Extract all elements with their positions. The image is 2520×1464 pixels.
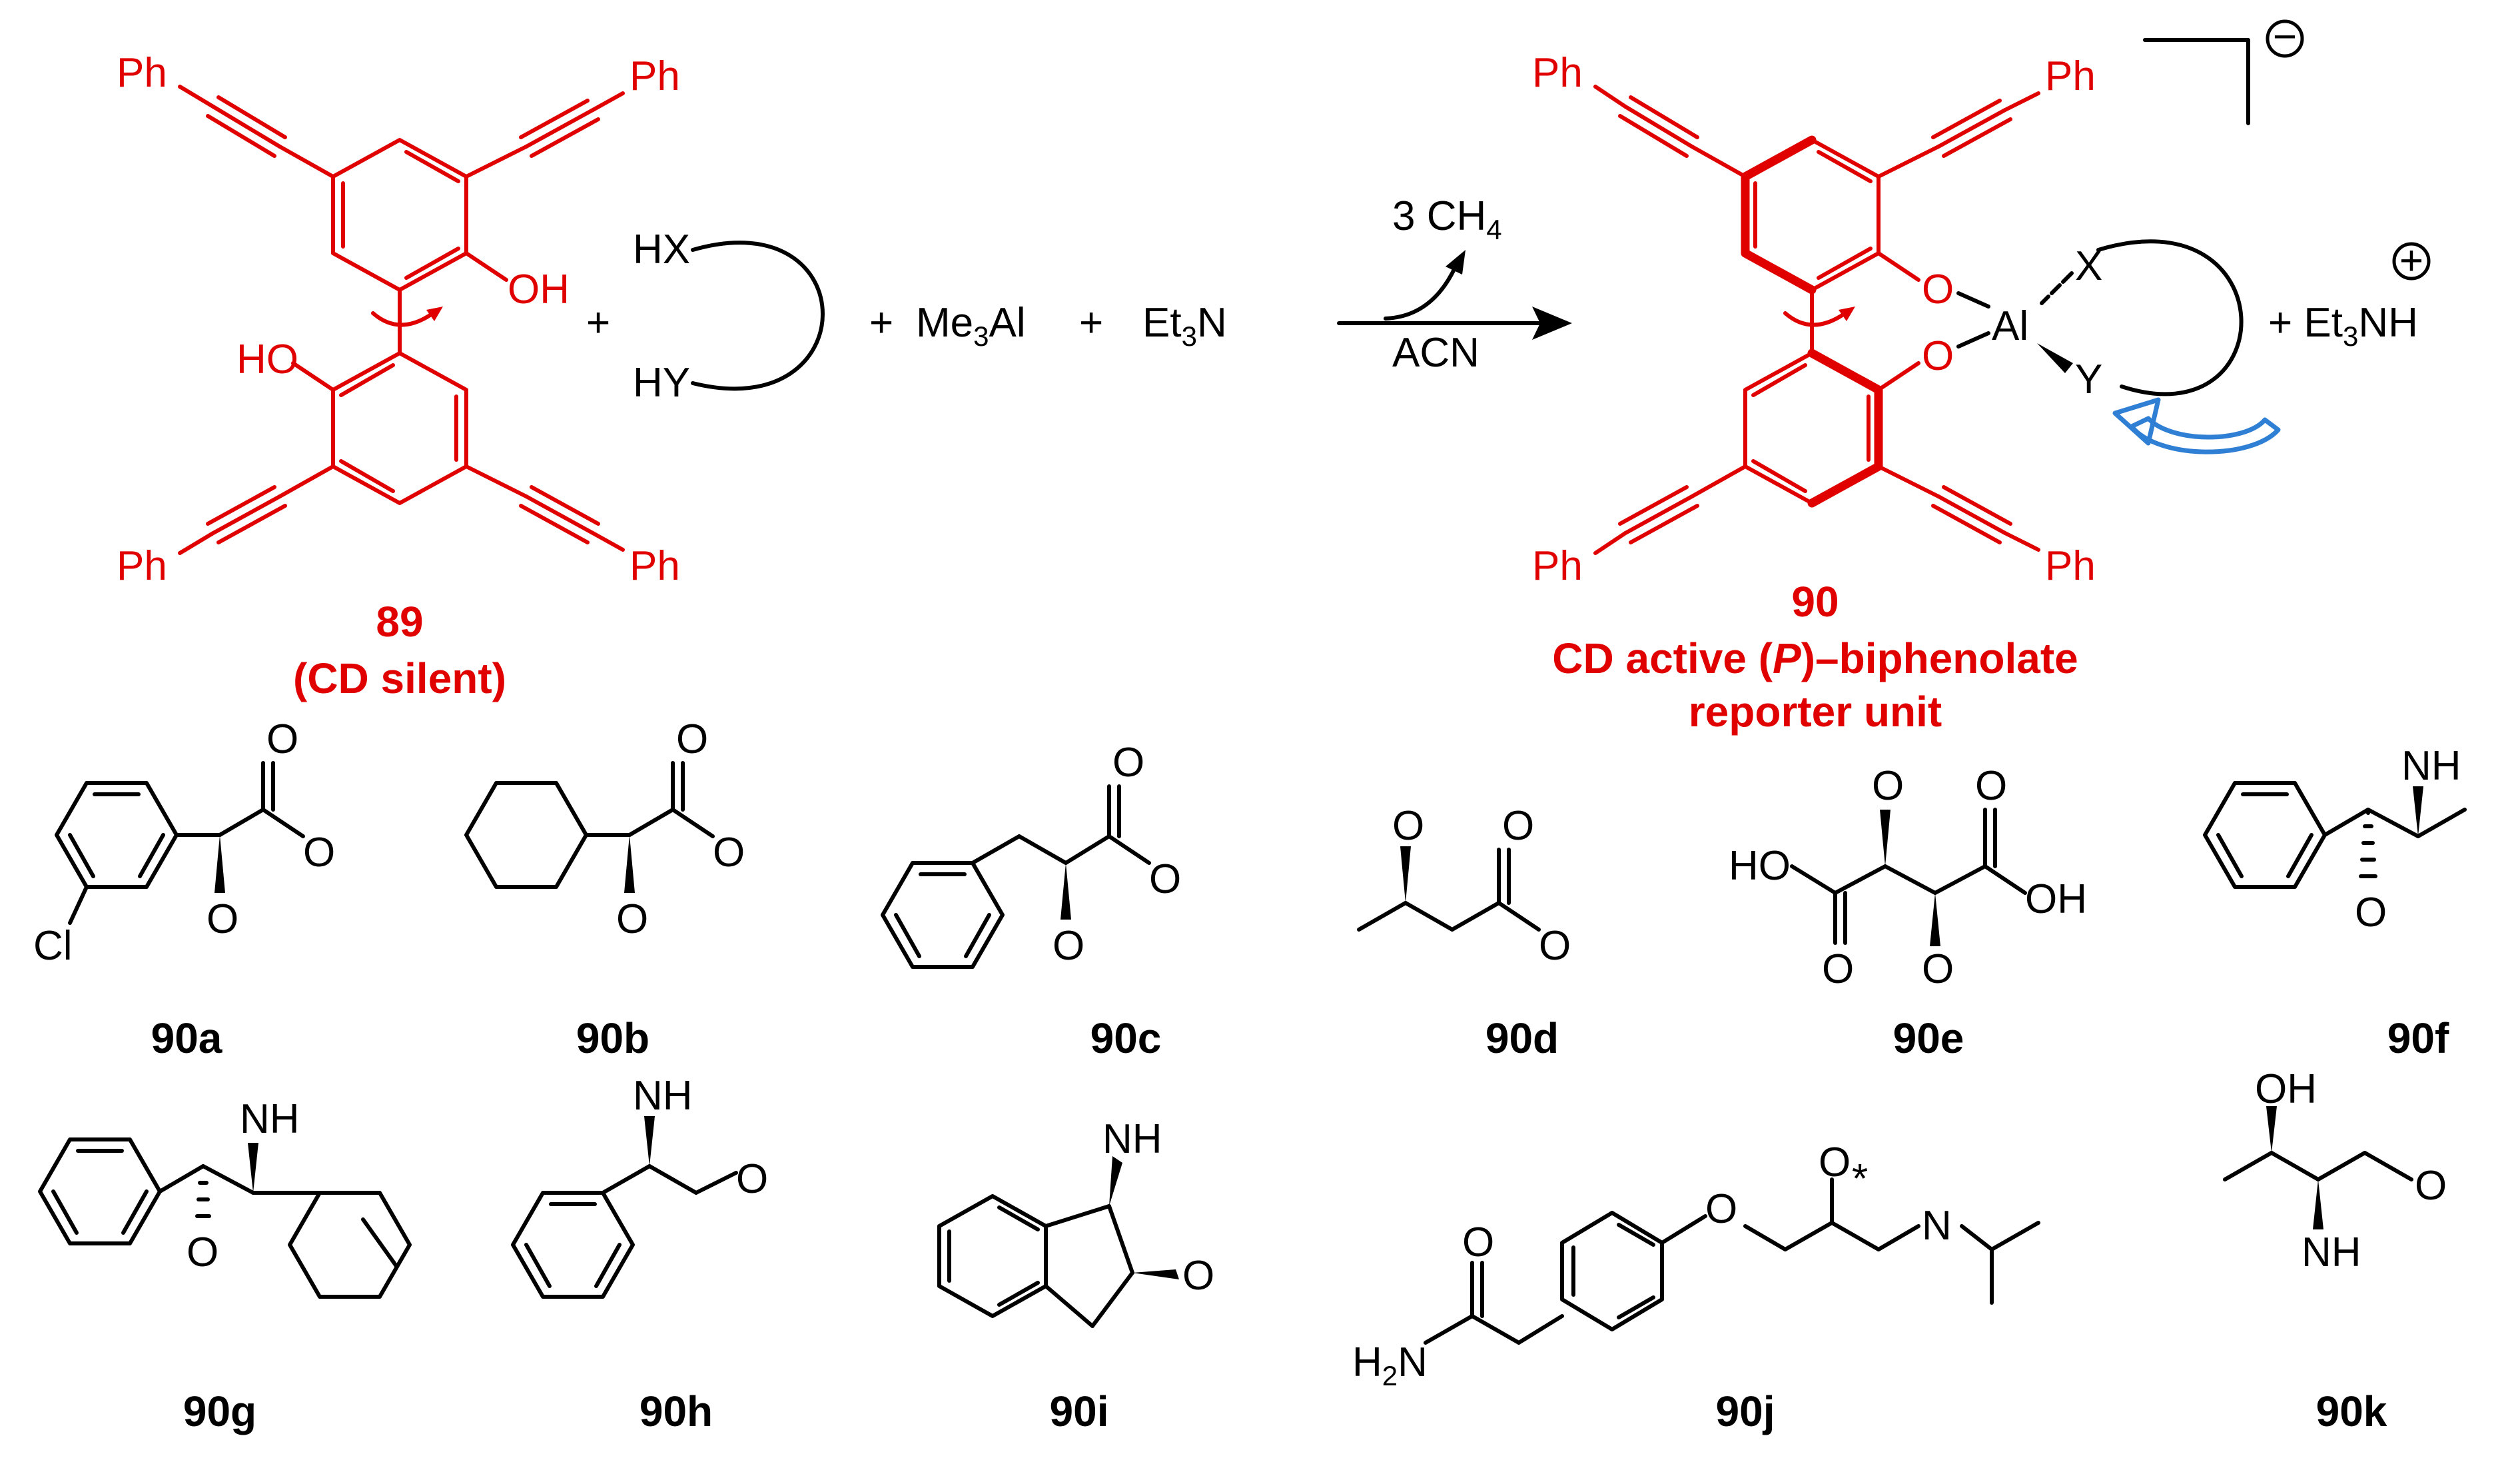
s90k-nh: NH [2302, 1229, 2361, 1275]
substrate-90d-structure [1357, 846, 1541, 932]
substrate-90j-structure [1424, 1177, 2040, 1345]
c89-number: 89 [376, 598, 423, 646]
s90a-cl: Cl [33, 923, 73, 969]
complex-charge-circle [2266, 19, 2304, 58]
s90e-o-alkoxide-bottom: O [1922, 946, 1954, 992]
c90-ph-bottom-left: Ph [1532, 543, 1583, 589]
s90e-o-alkoxide-top: O [1872, 763, 1904, 809]
compound-90-structure [1593, 38, 2281, 555]
solvent-acn: ACN [1392, 330, 1479, 376]
s90e-ho: HO [1729, 843, 1791, 889]
c90-ph-top-left: Ph [1532, 50, 1583, 96]
label-90a: 90a [151, 1014, 222, 1062]
label-90c: 90c [1090, 1014, 1162, 1062]
substrate-90i-structure [937, 1156, 1179, 1328]
counterion-charge: + [2399, 238, 2423, 284]
s90b-o-alkoxide: O [616, 896, 648, 942]
counterion-charge-circle [2392, 242, 2431, 281]
s90j-o-alkoxide: O [1819, 1139, 1851, 1185]
c89-ph-top-right: Ph [630, 53, 680, 99]
c90-o-lower: O [1922, 333, 1954, 379]
reagent-et3n: Et3N [1142, 300, 1227, 352]
s90c-o-carboxylate: O [1149, 856, 1181, 902]
label-90b: 90b [576, 1014, 649, 1062]
s90j-o-carbonyl: O [1462, 1219, 1494, 1265]
substrate-90a-structure [55, 761, 305, 925]
substrate-90b-structure [464, 761, 715, 893]
label-90k: 90k [2316, 1387, 2387, 1435]
s90e-o-carbonyl-right: O [1975, 763, 2007, 809]
reaction-arrow [1337, 250, 1572, 340]
s90a-o-alkoxide: O [207, 896, 238, 942]
s90f-nh: NH [2401, 743, 2461, 789]
c90-al: Al [1992, 303, 2028, 349]
s90h-o: O [736, 1156, 768, 1202]
s90d-o-carboxylate: O [1539, 923, 1571, 969]
c90-y: Y [2075, 357, 2102, 402]
c90-ph-bottom-right: Ph [2045, 543, 2096, 589]
label-90e: 90e [1893, 1014, 1964, 1062]
s90b-o-carboxylate: O [713, 830, 745, 876]
s90j-n: N [1922, 1203, 1952, 1249]
s90a-o-carbonyl: O [266, 716, 298, 762]
s90e-oh: OH [2025, 876, 2087, 922]
s90k-oh: OH [2255, 1066, 2317, 1112]
substrate-90h-structure [511, 1116, 738, 1299]
s90b-o-carbonyl: O [676, 716, 708, 762]
s90a-o-carboxylate: O [303, 830, 335, 876]
c90-o-upper: O [1922, 267, 1954, 313]
plus-3: + [1079, 300, 1103, 346]
s90j-o-ether: O [1705, 1186, 1737, 1232]
counterion-et3nh: + Et3NH [2268, 300, 2418, 352]
c89-ho: HO [236, 337, 298, 382]
s90i-nh: NH [1102, 1116, 1162, 1162]
c90-description-line1: CD active (P)–biphenolate [1552, 634, 2078, 682]
reagent-hy: HY [633, 360, 690, 406]
c89-description: (CD silent) [293, 654, 506, 702]
s90d-o-alkoxide: O [1392, 803, 1424, 849]
label-90i: 90i [1050, 1387, 1109, 1435]
c90-number: 90 [1791, 578, 1839, 626]
plus-1: + [586, 300, 610, 346]
s90k-o: O [2415, 1163, 2447, 1209]
s90e-o-carbonyl-left: O [1822, 946, 1854, 992]
label-90h: 90h [639, 1387, 713, 1435]
s90g-nh: NH [240, 1096, 300, 1142]
c89-ph-bottom-left: Ph [117, 543, 167, 589]
label-90f: 90f [2387, 1014, 2449, 1062]
substrate-90e-structure [1790, 808, 2027, 946]
label-90j: 90j [1716, 1387, 1775, 1435]
complex-charge: − [2273, 14, 2297, 60]
compound-89-structure [178, 85, 625, 555]
substrate-90g-structure [38, 1137, 412, 1299]
s90d-o-carbonyl: O [1502, 803, 1534, 849]
s90g-o: O [187, 1229, 218, 1275]
s90c-o-alkoxide: O [1052, 923, 1084, 969]
s90h-nh: NH [633, 1073, 693, 1119]
label-90g: 90g [183, 1387, 256, 1435]
s90c-o-carbonyl: O [1112, 740, 1144, 786]
c90-x: X [2075, 243, 2102, 289]
s90i-o: O [1182, 1253, 1214, 1299]
byproduct-ch4: 3 CH4 [1392, 193, 1502, 245]
c89-ph-bottom-right: Ph [630, 543, 680, 589]
c89-ph-top-left: Ph [117, 50, 167, 96]
substrate-90k-structure [2223, 1106, 2413, 1229]
label-90d: 90d [1485, 1014, 1559, 1062]
reagent-hx: HX [633, 227, 690, 273]
substrate-90c-structure [881, 784, 1151, 969]
s90f-o: O [2355, 890, 2387, 936]
s90j-h2n: H2N [1352, 1339, 1428, 1391]
plus-2: + [869, 300, 893, 346]
c90-ph-top-right: Ph [2045, 53, 2096, 99]
c89-oh: OH [508, 267, 570, 313]
reagent-me3al: Me3Al [916, 300, 1026, 352]
s90j-stereo-star: * [1852, 1156, 1868, 1202]
diol-arc [691, 241, 825, 391]
c90-description-line2: reporter unit [1689, 688, 1942, 736]
substrate-90f-structure [2203, 781, 2467, 889]
